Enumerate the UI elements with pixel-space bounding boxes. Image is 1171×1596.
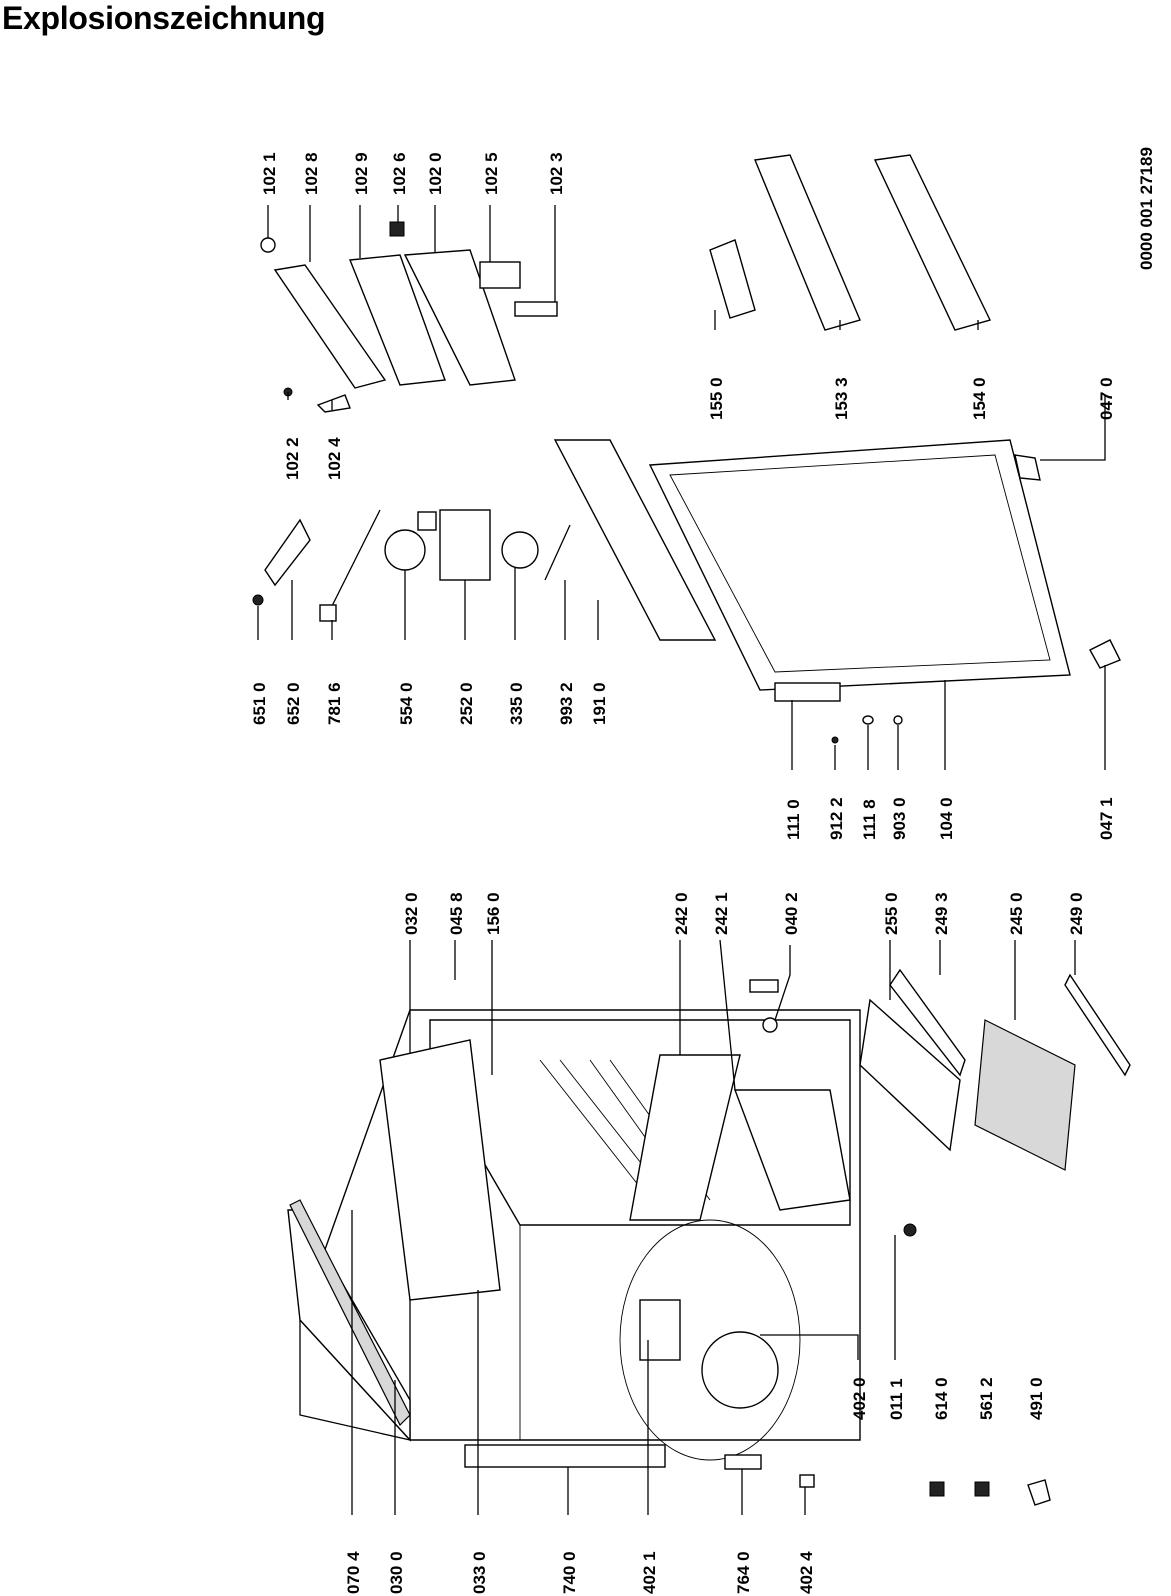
label-9030: 903 0	[890, 797, 909, 840]
label-1024: 102 4	[325, 437, 344, 480]
label-6520: 652 0	[284, 682, 303, 725]
label-6140: 614 0	[932, 1377, 951, 1420]
label-1533: 153 3	[832, 377, 851, 420]
label-2493: 249 3	[932, 892, 951, 935]
label-3350: 335 0	[507, 682, 526, 725]
door-drawing	[648, 439, 1121, 744]
label-1550: 155 0	[707, 377, 726, 420]
label-0330: 033 0	[470, 1551, 489, 1594]
label-2490: 249 0	[1067, 892, 1086, 935]
label-1023: 102 3	[547, 152, 566, 195]
control-parts-drawing	[252, 439, 717, 641]
label-5612: 561 2	[977, 1377, 996, 1420]
label-4021: 402 1	[640, 1551, 659, 1594]
label-9932: 993 2	[557, 682, 576, 725]
label-1021: 102 1	[260, 152, 279, 195]
label-1910: 191 0	[590, 682, 609, 725]
label-4020: 402 0	[850, 1377, 869, 1420]
leader-lines	[257, 205, 1106, 1515]
label-2520: 252 0	[457, 682, 476, 725]
label-1540: 154 0	[970, 377, 989, 420]
label-2421: 242 1	[712, 892, 731, 935]
label-0111: 011 1	[887, 1378, 906, 1420]
door-bins-drawing	[709, 154, 1041, 481]
label-1020: 102 0	[426, 152, 445, 195]
label-6510: 651 0	[250, 682, 269, 725]
label-0704: 070 4	[344, 1551, 363, 1594]
label-2420: 242 0	[672, 892, 691, 935]
label-1560: 156 0	[484, 892, 503, 935]
label-0320: 032 0	[402, 892, 421, 935]
page-title: Explosionszeichnung	[2, 0, 326, 36]
label-0458: 045 8	[447, 892, 466, 935]
freezer-flap-drawing	[260, 221, 558, 413]
label-7640: 764 0	[734, 1551, 753, 1594]
label-1040: 104 0	[937, 797, 956, 840]
label-0402: 040 2	[782, 892, 801, 935]
label-5540: 554 0	[397, 682, 416, 725]
label-1028: 102 8	[302, 152, 321, 195]
label-1029: 102 9	[352, 152, 371, 195]
label-1118: 111 8	[860, 799, 879, 840]
label-9122: 912 2	[827, 797, 846, 840]
label-1025: 102 5	[482, 152, 501, 195]
part-labels: 102 1 102 8 102 9 102 6 102 0 102 5 102 …	[250, 152, 1116, 1594]
label-2450: 245 0	[1007, 892, 1026, 935]
label-0470: 047 0	[1097, 377, 1116, 420]
label-1110: 111 0	[784, 799, 803, 840]
label-4024: 402 4	[797, 1551, 816, 1594]
label-7816: 781 6	[325, 682, 344, 725]
label-7400: 740 0	[560, 1551, 579, 1594]
doc-number: 0000 001 27189	[1137, 147, 1156, 270]
shelves-drawing	[859, 968, 1131, 1171]
label-4910: 491 0	[1027, 1377, 1046, 1420]
label-2550: 255 0	[882, 892, 901, 935]
label-1026: 102 6	[390, 152, 409, 195]
label-0300: 030 0	[387, 1551, 406, 1594]
label-0471: 047 1	[1097, 797, 1116, 840]
cabinet-drawing	[287, 979, 1051, 1506]
label-1022: 102 2	[283, 437, 302, 480]
